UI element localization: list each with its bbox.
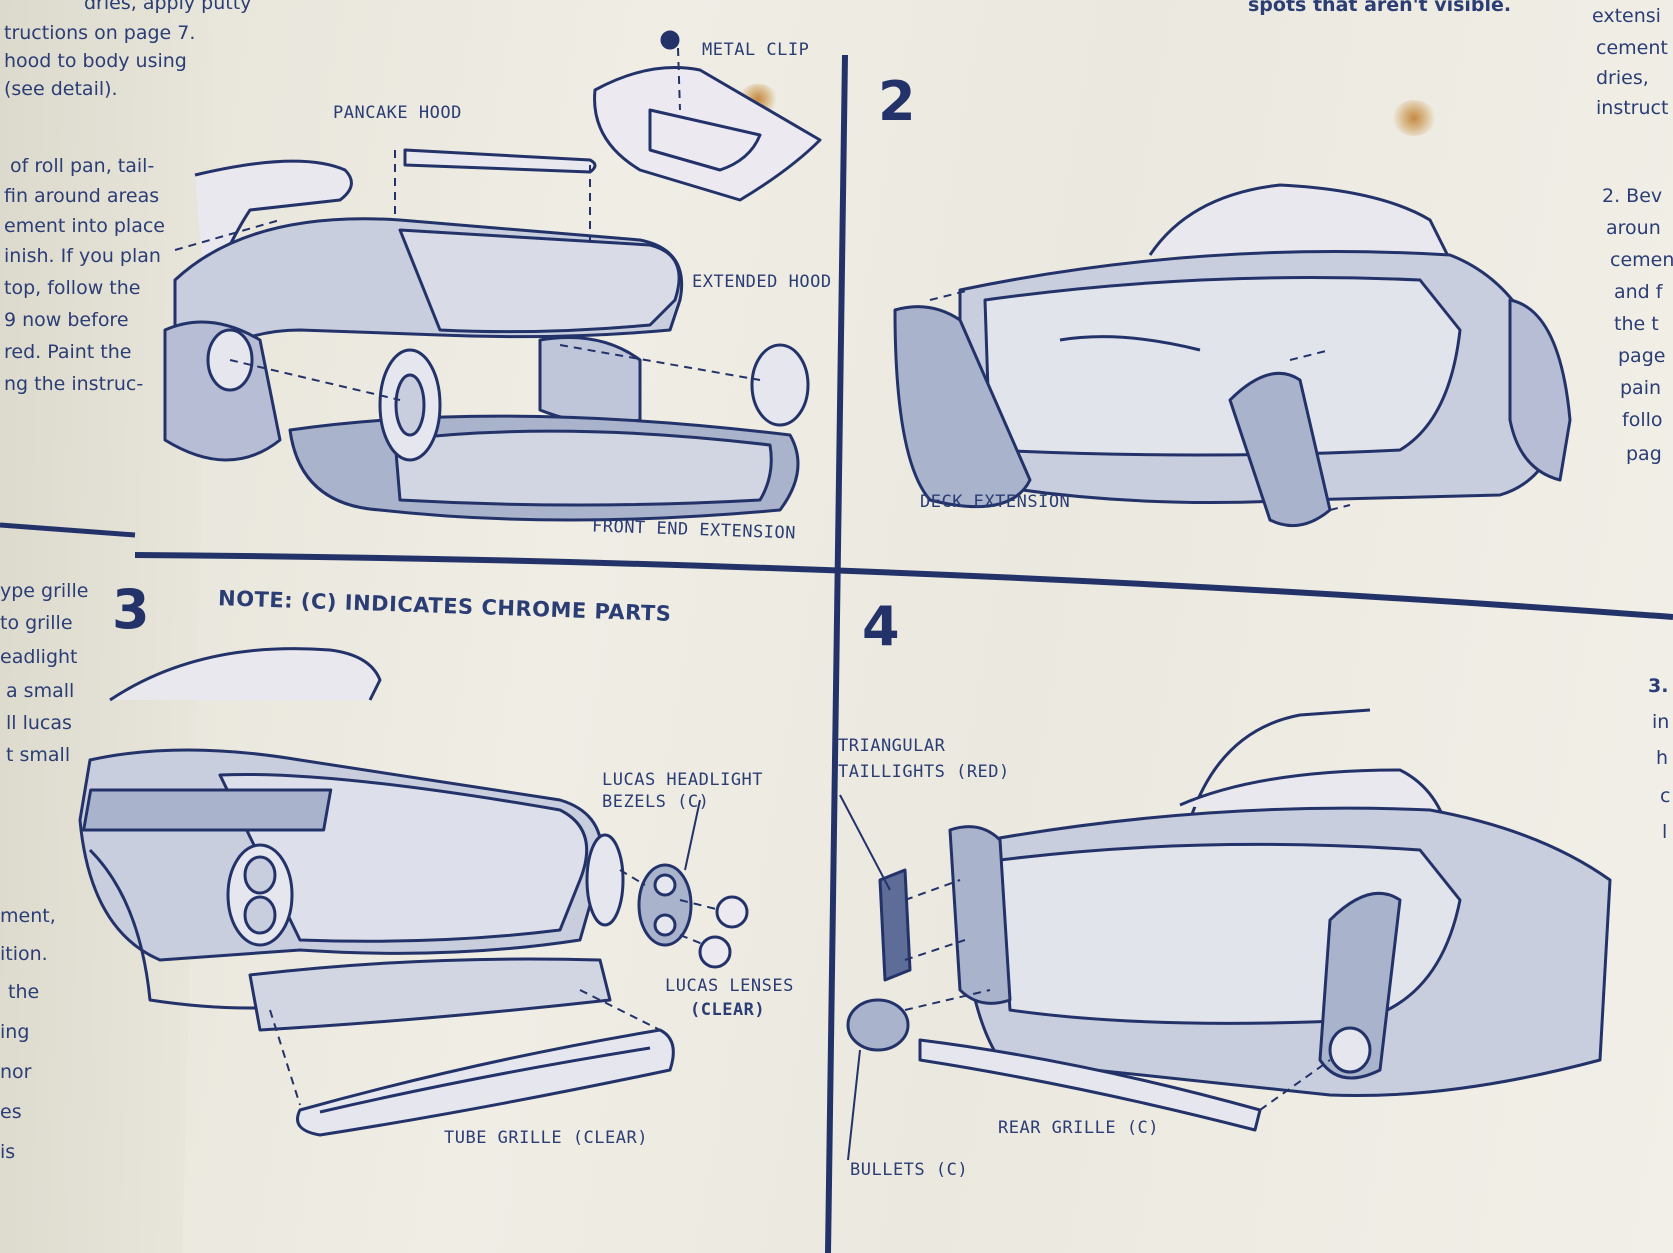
horizontal-divider: [134, 552, 1673, 620]
label-bullets: BULLETS (C): [850, 1160, 969, 1180]
label-metal-clip: METAL CLIP: [702, 40, 810, 60]
label-lucas-headlight: LUCAS HEADLIGHT: [602, 770, 764, 790]
label-triangular-taillights: TAILLIGHTS (RED): [838, 762, 1010, 782]
label-lucas-lenses: LUCAS LENSES: [665, 976, 794, 996]
step4-leader-lines: [904, 879, 1331, 1111]
label-extended-hood: EXTENDED HOOD: [692, 272, 832, 292]
vertical-divider: [825, 54, 848, 1253]
label-triangular: TRIANGULAR: [838, 736, 946, 756]
label-pancake-hood: PANCAKE HOOD: [333, 103, 462, 123]
step-number-3: 3: [112, 578, 150, 641]
step1-illustration: [163, 30, 822, 522]
step-number-2: 2: [878, 70, 916, 133]
label-rear-grille: REAR GRILLE (C): [998, 1118, 1160, 1138]
step-number-4: 4: [862, 595, 900, 658]
step3-leader-lines: [269, 869, 721, 1106]
step2-leader-lines: [929, 289, 1351, 511]
label-lucas-headlight-bezels: BEZELS (C): [602, 792, 710, 812]
label-deck-extension: DECK EXTENSION: [920, 492, 1071, 512]
label-lucas-lenses-clear: (CLEAR): [690, 1000, 766, 1020]
rust-stain: [1392, 100, 1436, 136]
step2-illustration: [893, 183, 1572, 528]
left-divider: [0, 522, 136, 538]
step3-illustration: [78, 647, 749, 1137]
top-text: spots that aren't visible.: [1248, 0, 1512, 16]
step1-leader-lines: [174, 47, 761, 401]
step4-illustration: [846, 708, 1612, 1132]
label-tube-grille: TUBE GRILLE (CLEAR): [444, 1128, 648, 1148]
callout-lines: [684, 794, 891, 1161]
